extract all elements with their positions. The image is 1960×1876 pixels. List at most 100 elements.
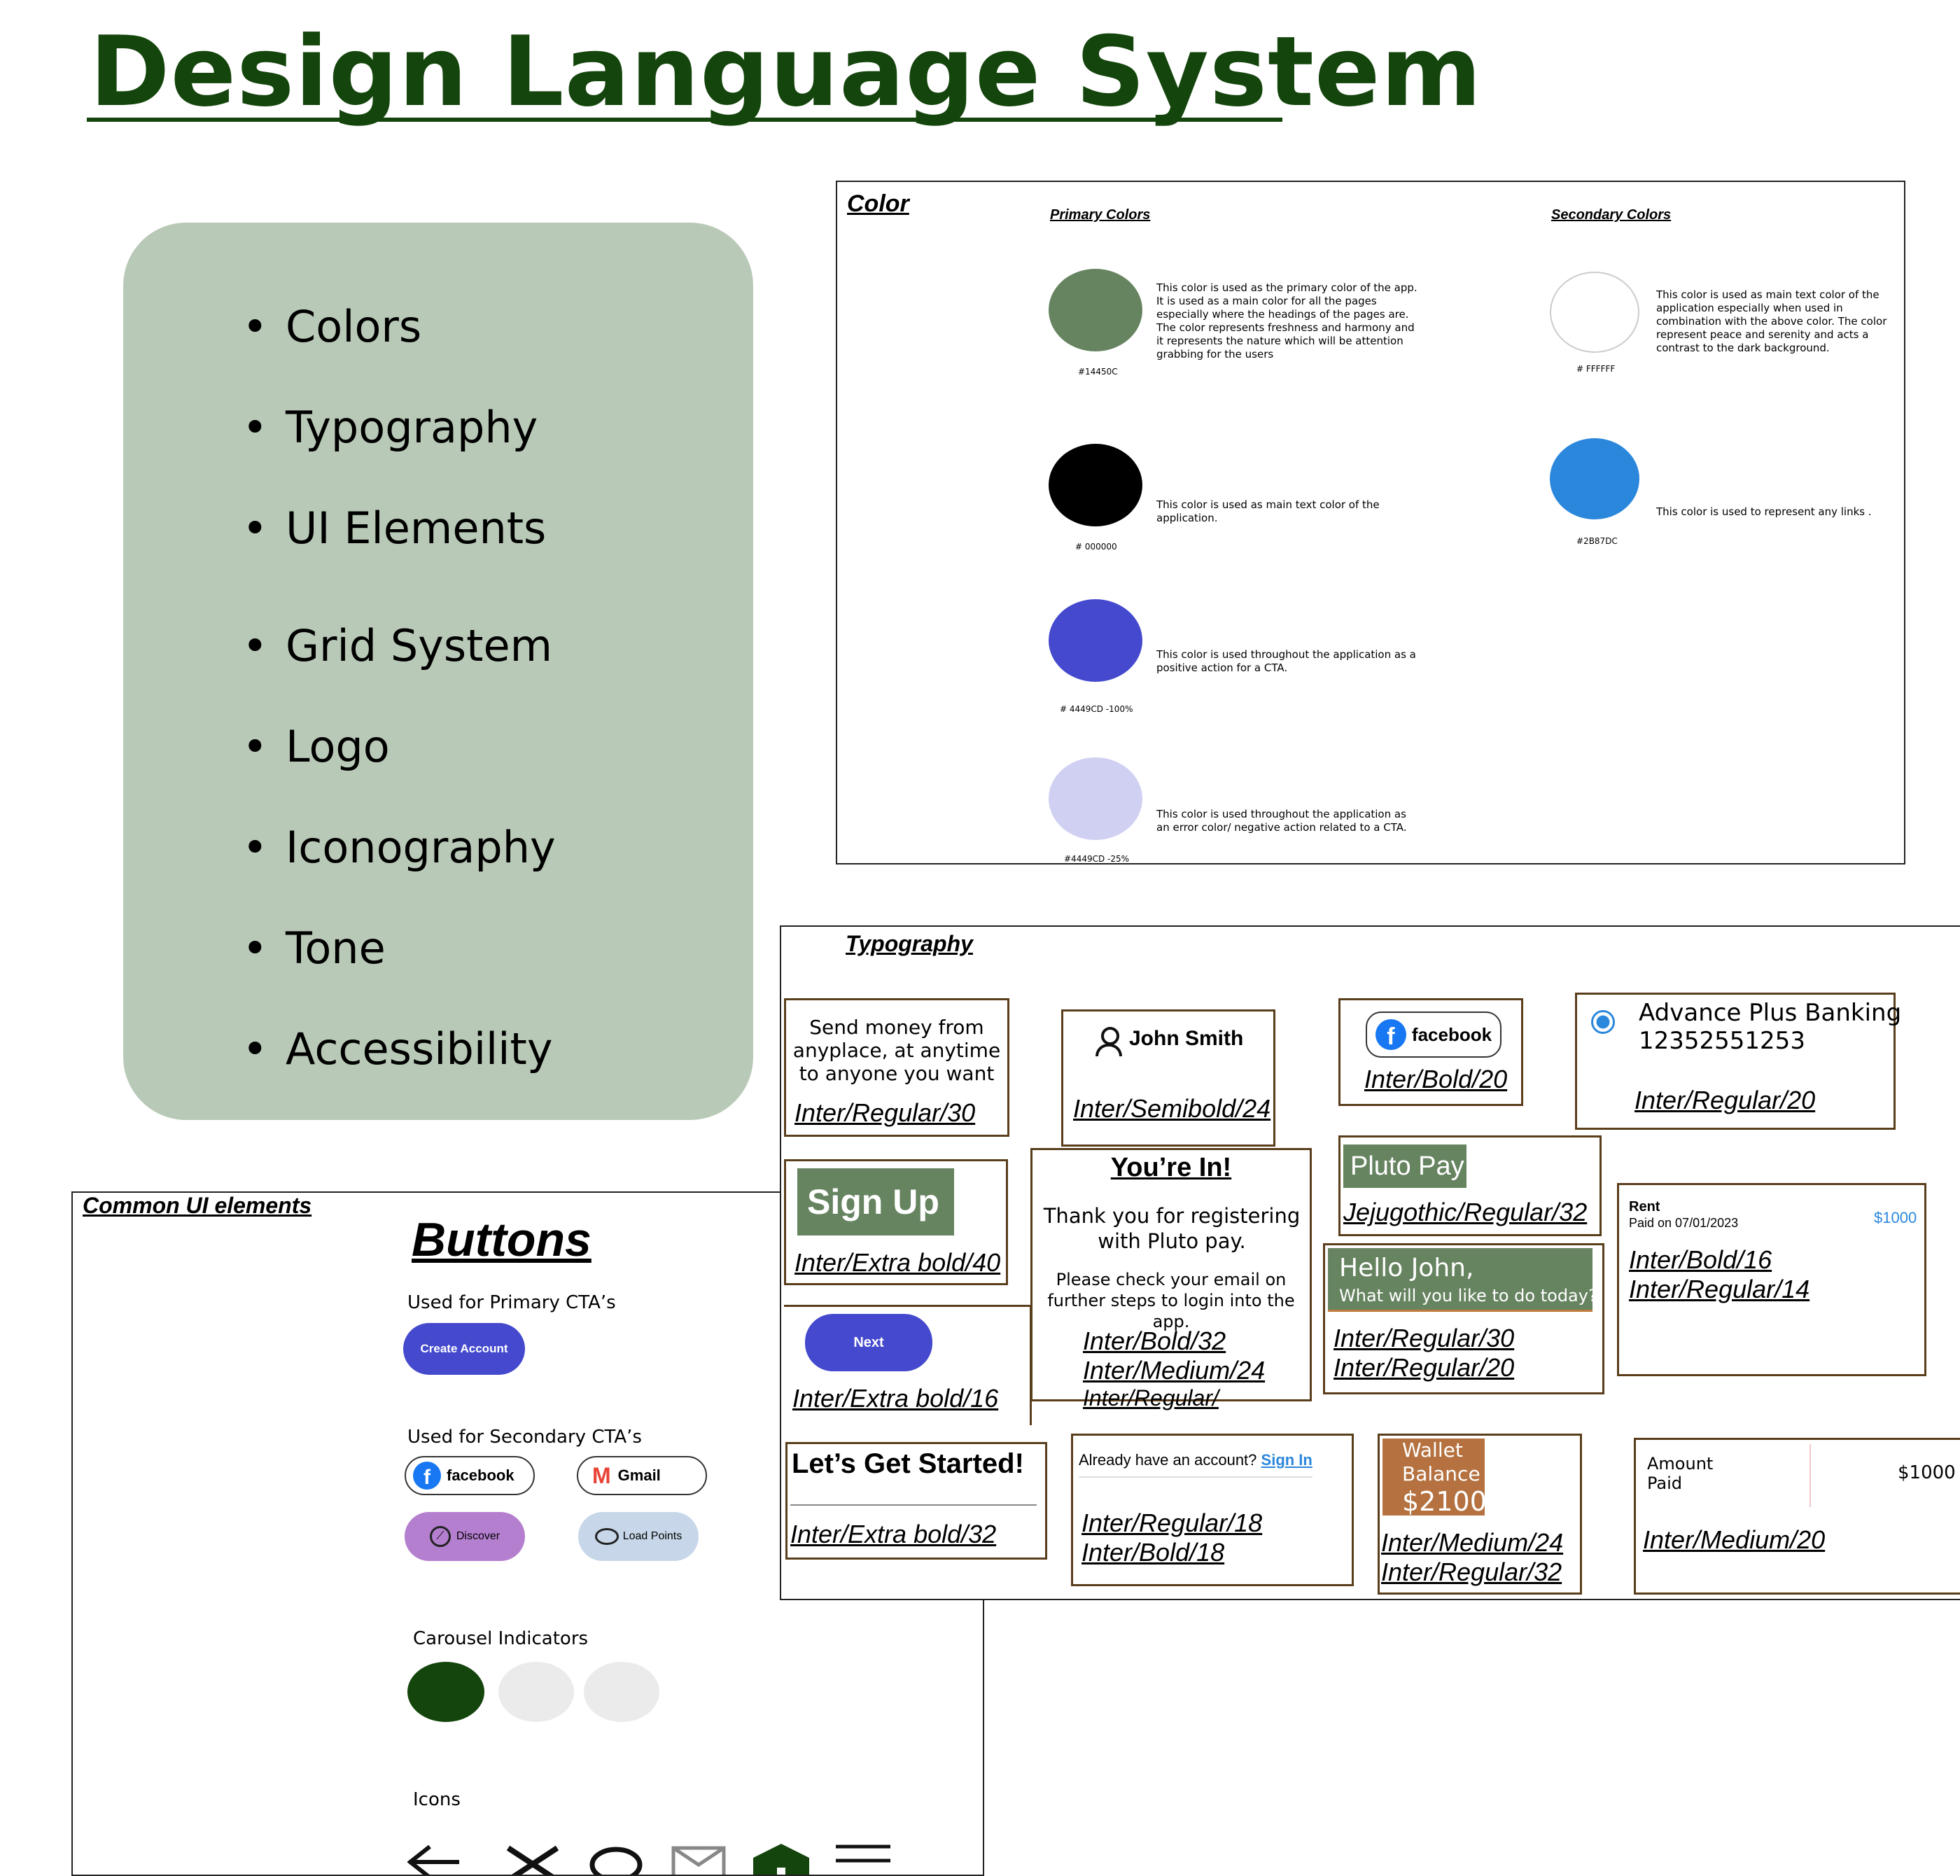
color-swatch-black (1049, 444, 1142, 526)
color-swatch-primary-green (1049, 269, 1142, 351)
points-icon (594, 1528, 619, 1545)
color-description: This color is used as main text color of… (1656, 288, 1887, 354)
primary-colors-heading: Primary Colors (1050, 207, 1151, 223)
gmail-button[interactable]: M Gmail (577, 1456, 707, 1495)
buttons-title: Buttons (412, 1213, 592, 1266)
amount-divider (1809, 1444, 1811, 1507)
toc-item[interactable]: Logo (242, 721, 390, 772)
facebook-chip[interactable]: f facebook (1366, 1011, 1502, 1058)
type-style-label: Inter/Medium/24 (1381, 1528, 1564, 1557)
type-style-label: Inter/Extra bold/32 (790, 1520, 997, 1548)
already-text: Already have an account? Sign In (1079, 1451, 1312, 1478)
color-heading: Color (847, 190, 909, 217)
thanks-text: Thank you for registering with Pluto pay… (1043, 1204, 1301, 1253)
type-style-label: Inter/Regular/32 (1381, 1558, 1562, 1586)
toc-item[interactable]: UI Elements (242, 503, 546, 554)
amount-label: Amount Paid (1647, 1454, 1714, 1493)
sign-in-link[interactable]: Sign In (1261, 1451, 1312, 1469)
wallet-card: Wallet Balance $2100 (1382, 1438, 1487, 1517)
type-sample-amount: Amount Paid $1000 Inter/Medium/20 (1634, 1438, 1960, 1595)
carousel-caption: Carousel Indicators (413, 1628, 589, 1649)
discover-button[interactable]: ⟋ Discover (405, 1512, 525, 1561)
next-button[interactable]: Next (805, 1314, 932, 1371)
color-hex: # FFFFFF (1576, 364, 1616, 374)
type-sample-started: Let’s Get Started! Inter/Extra bold/32 (785, 1442, 1047, 1560)
wallet-amount: $2100 (1402, 1486, 1487, 1517)
carousel-dot-active[interactable] (407, 1662, 484, 1722)
type-sample-pluto: Pluto Pay Jejugothic/Regular/32 (1338, 1135, 1602, 1236)
compass-icon: ⟋ (429, 1526, 451, 1547)
ui-elements-heading: Common UI elements (83, 1193, 312, 1218)
type-style-label: Inter/Bold/16 (1629, 1245, 1772, 1274)
type-style-label: Inter/Semibold/24 (1073, 1094, 1271, 1123)
mail-icon[interactable] (671, 1846, 726, 1875)
typography-heading: Typography (846, 931, 973, 956)
type-sample-rent: Rent Paid on 07/01/2023 $1000 Inter/Bold… (1617, 1183, 1926, 1376)
account-name: Advance Plus Banking (1639, 999, 1902, 1027)
check-email-text: Please check your email on further steps… (1047, 1270, 1295, 1331)
search-icon[interactable] (589, 1847, 643, 1875)
color-swatch-light-blue (1049, 757, 1142, 840)
discover-label: Discover (456, 1530, 500, 1542)
amount-value: $1000 (1898, 1462, 1956, 1483)
gmail-icon: M (592, 1463, 611, 1488)
close-icon[interactable] (506, 1845, 559, 1875)
color-panel: Color Primary Colors Secondary Colors #1… (836, 181, 1905, 864)
carousel-dot[interactable] (498, 1662, 574, 1722)
type-style-label: Inter/Bold/32 (1083, 1326, 1226, 1355)
type-sample-facebook: f facebook Inter/Bold/20 (1338, 998, 1523, 1106)
icons-row (407, 1844, 890, 1875)
rent-label: Rent (1629, 1199, 1660, 1214)
gmail-label: Gmail (617, 1466, 661, 1484)
color-description: This color is used throughout the applic… (1156, 648, 1416, 674)
type-style-label: Inter/Extra bold/16 (792, 1384, 999, 1413)
type-sample-already: Already have an account? Sign In Inter/R… (1071, 1434, 1354, 1586)
toc-item[interactable]: Colors (242, 301, 421, 352)
toc-item[interactable]: Typography (242, 402, 538, 453)
type-style-label: Inter/Regular/30 (794, 1098, 976, 1127)
toc-panel: Colors Typography UI Elements Grid Syste… (123, 223, 753, 1120)
title-underline (87, 118, 1282, 122)
type-style-label: Inter/Medium/24 (1083, 1356, 1266, 1385)
facebook-chip-label: facebook (1411, 1023, 1492, 1045)
arrow-left-icon[interactable] (407, 1844, 459, 1875)
color-hex: #14450C (1078, 367, 1118, 377)
rent-amount: $1000 (1874, 1209, 1917, 1226)
color-description: This color is used as main text color of… (1156, 498, 1380, 524)
menu-icon[interactable] (836, 1844, 890, 1863)
toc-item[interactable]: Grid System (242, 620, 552, 671)
color-swatch-cta-blue (1049, 599, 1142, 682)
color-hex: #2B87DC (1576, 536, 1618, 546)
type-sample-account: Advance Plus Banking 12352551253 Inter/R… (1575, 993, 1901, 1130)
page-title: Design Language System (90, 15, 1483, 128)
type-style-label: Jejugothic/Regular/32 (1343, 1198, 1588, 1226)
color-description: This color is used to represent any link… (1656, 505, 1872, 518)
already-label: Already have an account? (1079, 1451, 1257, 1469)
hello-text: Hello John, (1339, 1254, 1474, 1282)
type-sample-wallet: Wallet Balance $2100 Inter/Medium/24 Int… (1378, 1434, 1582, 1595)
toc-item[interactable]: Tone (242, 923, 386, 974)
typography-panel: Typography Send money from anyplace, at … (780, 925, 1960, 1600)
type-sample-next: Next Inter/Extra bold/16 (784, 1305, 1032, 1425)
toc-item[interactable]: Iconography (242, 822, 556, 873)
icons-caption: Icons (413, 1789, 461, 1810)
color-description: This color is used throughout the applic… (1156, 808, 1407, 834)
started-text: Let’s Get Started! (792, 1448, 1024, 1479)
facebook-button[interactable]: f facebook (405, 1456, 535, 1495)
signup-button[interactable]: Sign Up (797, 1168, 954, 1236)
primary-cta-caption: Used for Primary CTA’s (407, 1292, 616, 1313)
toc-item[interactable]: Accessibility (242, 1023, 552, 1074)
type-sample-hello: Hello John, What will you like to do tod… (1323, 1243, 1604, 1394)
hello-subtext: What will you like to do today? (1339, 1286, 1597, 1306)
load-points-button[interactable]: Load Points (578, 1512, 699, 1561)
carousel-dot[interactable] (584, 1662, 659, 1722)
radio-selected-icon[interactable] (1591, 1010, 1615, 1034)
type-style-label: Inter/Bold/18 (1082, 1538, 1225, 1567)
facebook-icon: f (413, 1462, 441, 1490)
home-icon[interactable] (753, 1844, 809, 1875)
type-sample-signup: Sign Up Inter/Extra bold/40 (784, 1159, 1008, 1285)
hello-banner: Hello John, What will you like to do tod… (1328, 1248, 1597, 1312)
type-style-label: Inter/Regular/30 (1334, 1324, 1515, 1352)
wallet-label: Wallet Balance (1402, 1438, 1480, 1485)
create-account-button[interactable]: Create Account (403, 1323, 525, 1375)
